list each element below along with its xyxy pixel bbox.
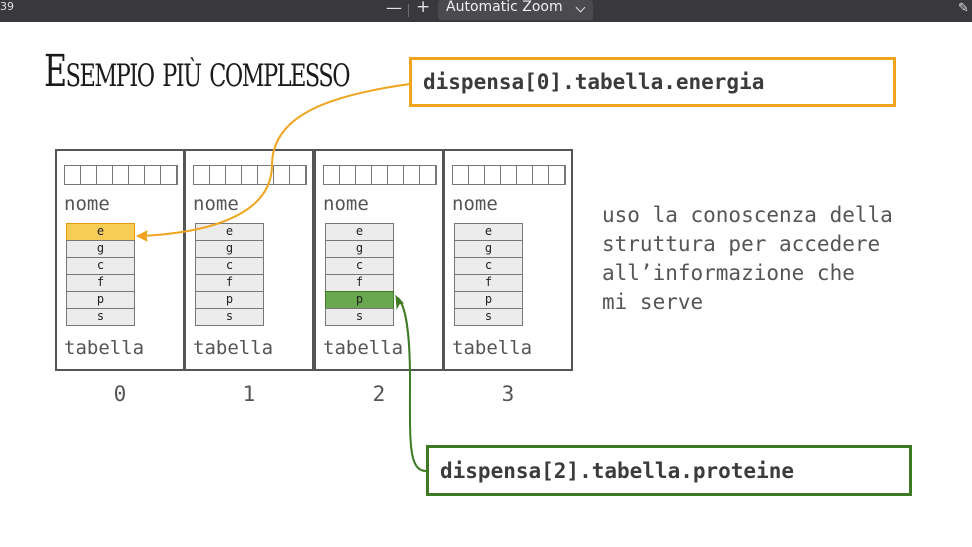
field-label-nome: nome: [64, 193, 110, 215]
side-note-line: struttura per accedere: [602, 232, 881, 256]
nome-char-array: [323, 165, 437, 185]
slide-title: Esempio più complesso: [44, 46, 351, 97]
tabella-field: c: [325, 257, 394, 275]
tabella-field: c: [454, 257, 523, 275]
field-label-nome: nome: [323, 193, 369, 215]
zoom-select[interactable]: Automatic Zoom: [438, 0, 593, 20]
pdf-toolbar: 39 — + Automatic Zoom ✎: [0, 0, 972, 22]
field-label-tabella: tabella: [64, 337, 145, 359]
pen-icon[interactable]: ✎: [958, 1, 969, 16]
side-note: uso la conoscenza della struttura per ac…: [602, 201, 962, 317]
toolbar-separator: [408, 4, 409, 17]
field-label-tabella: tabella: [452, 337, 533, 359]
array-index: 1: [242, 382, 256, 406]
array-index: 0: [113, 382, 127, 406]
tabella-field: s: [66, 308, 135, 326]
callout-proteine: dispensa[2].tabella.proteine: [426, 445, 912, 496]
nome-char-array: [452, 165, 566, 185]
tabella-field: f: [454, 274, 523, 292]
tabella-field: p: [66, 291, 135, 309]
tabella-field: e: [66, 223, 135, 241]
array-index: 2: [372, 382, 386, 406]
field-label-nome: nome: [452, 193, 498, 215]
chevron-down-icon: [575, 2, 586, 13]
tabella-field: e: [195, 223, 264, 241]
tabella-field: p: [325, 291, 394, 309]
tabella-field: c: [195, 257, 264, 275]
zoom-select-value: Automatic Zoom: [446, 0, 563, 15]
zoom-in-button[interactable]: +: [416, 0, 431, 17]
tabella-field: s: [325, 308, 394, 326]
nome-char-array: [64, 165, 178, 185]
tabella-field: p: [195, 291, 264, 309]
tabella-field: e: [454, 223, 523, 241]
field-label-tabella: tabella: [323, 337, 404, 359]
callout-proteine-text: dispensa[2].tabella.proteine: [440, 458, 795, 483]
tabella-field: g: [195, 240, 264, 258]
callout-energia: dispensa[0].tabella.energia: [409, 57, 896, 107]
field-label-nome: nome: [193, 193, 239, 215]
array-index: 3: [501, 382, 515, 406]
tabella-field: s: [195, 308, 264, 326]
tabella-field: e: [325, 223, 394, 241]
tabella-field: p: [454, 291, 523, 309]
zoom-out-button[interactable]: —: [386, 0, 402, 17]
callout-energia-text: dispensa[0].tabella.energia: [423, 70, 765, 94]
side-note-line: all’informazione che: [602, 261, 855, 285]
tabella-field: g: [325, 240, 394, 258]
tabella-field: c: [66, 257, 135, 275]
tabella-field: g: [66, 240, 135, 258]
field-label-tabella: tabella: [193, 337, 274, 359]
side-note-line: uso la conoscenza della: [602, 203, 893, 227]
tabella-field: f: [325, 274, 394, 292]
tabella-field: f: [195, 274, 264, 292]
nome-char-array: [193, 165, 307, 185]
page-number[interactable]: 39: [0, 0, 14, 13]
tabella-field: f: [66, 274, 135, 292]
side-note-line: mi serve: [602, 290, 704, 314]
tabella-field: s: [454, 308, 523, 326]
tabella-field: g: [454, 240, 523, 258]
